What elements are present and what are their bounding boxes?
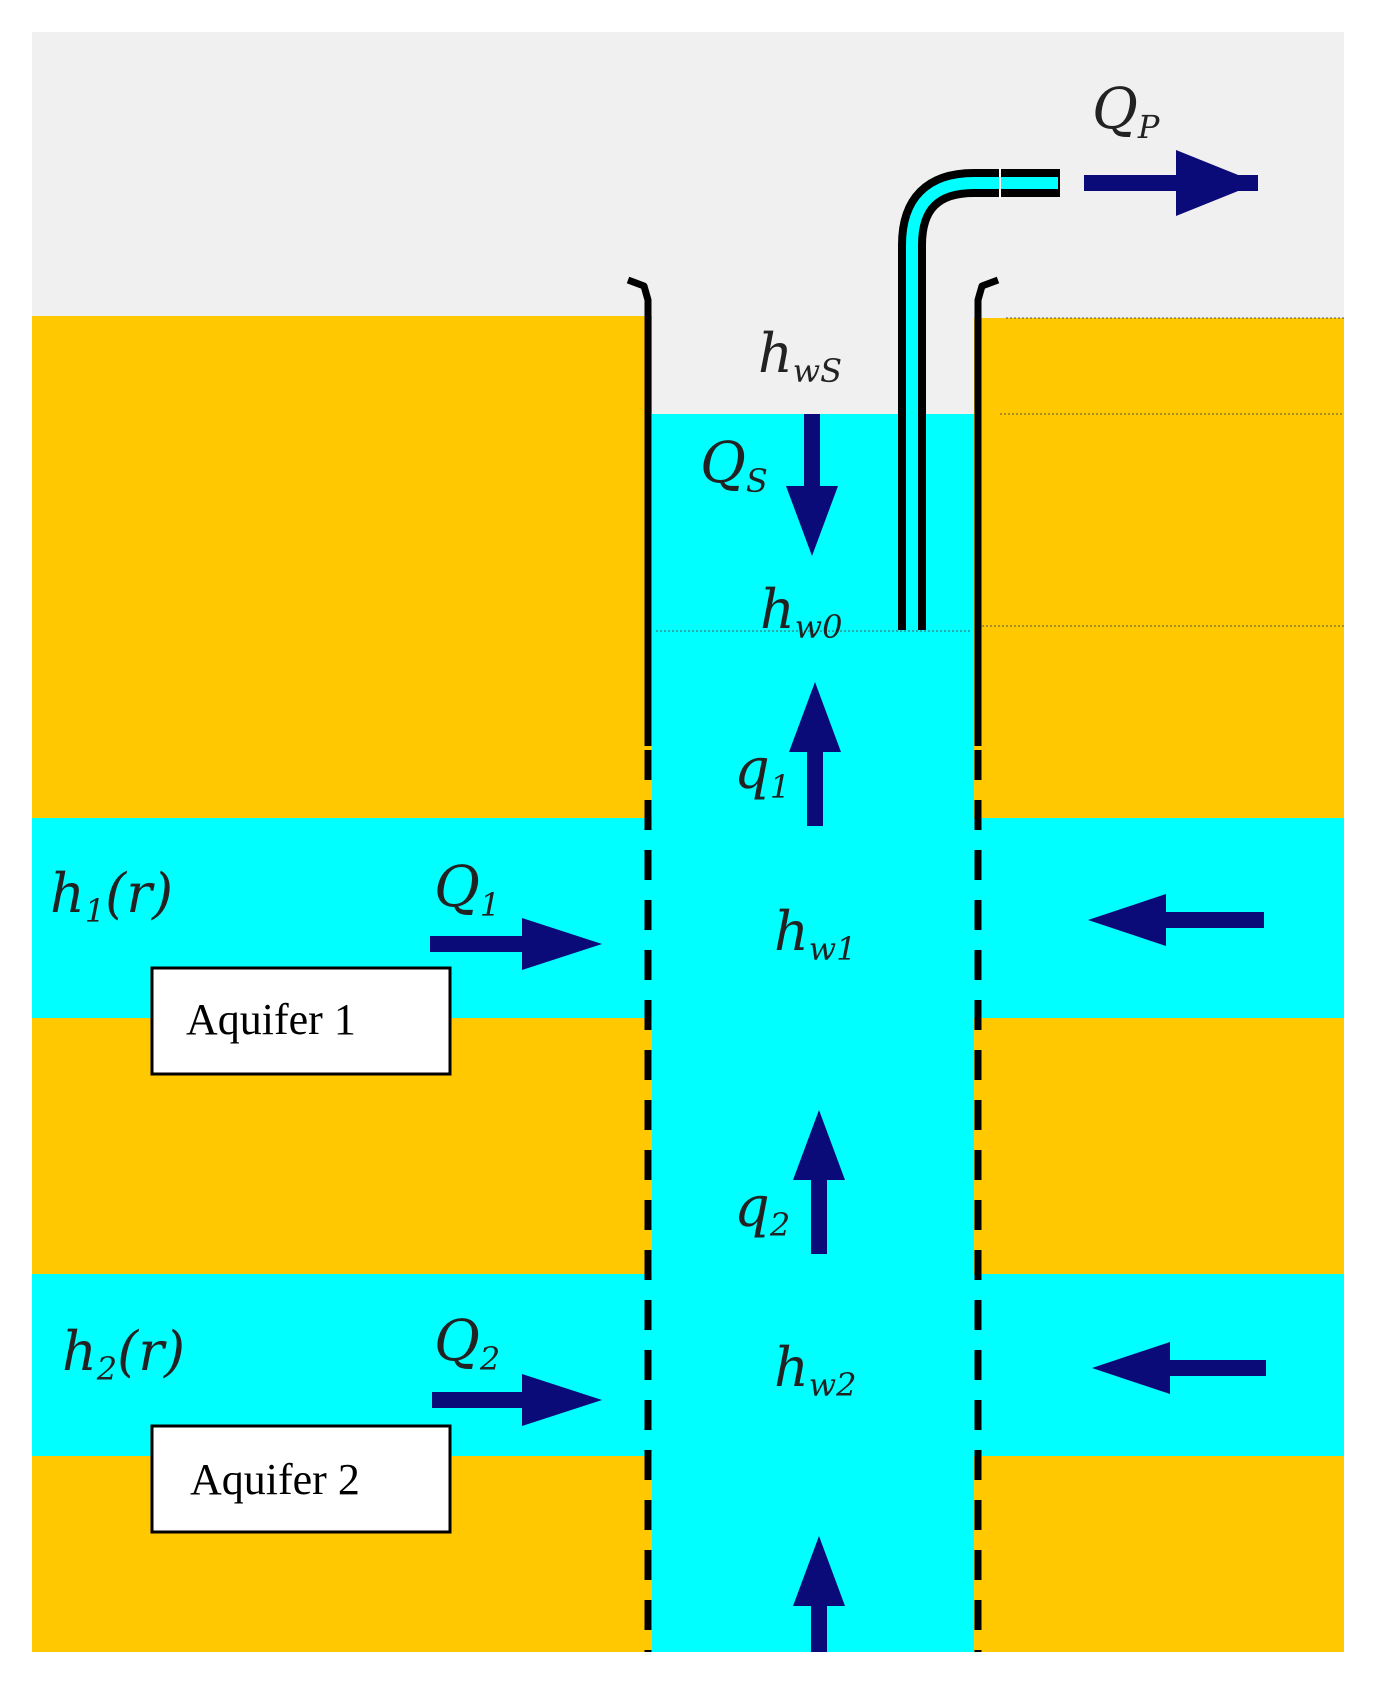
qp-arrow-head bbox=[1176, 150, 1258, 216]
label-hw2: hw2 bbox=[774, 1336, 857, 1404]
aquifer-2-box bbox=[150, 1424, 452, 1534]
label-h2r: h2(r) bbox=[62, 1320, 185, 1388]
soil-layer-top-left bbox=[32, 316, 652, 818]
q2-arrow-left-head bbox=[522, 1374, 602, 1426]
aquifer2-right-arrow-head bbox=[1092, 1342, 1170, 1394]
label-q2-upper: Q2 bbox=[434, 1309, 500, 1378]
q2-arrow-head bbox=[793, 1110, 845, 1180]
bottom-arrow-head bbox=[793, 1536, 845, 1606]
aquifer-1-label: Aquifer 1 bbox=[186, 995, 356, 1044]
pump-pipe-water bbox=[906, 177, 1058, 630]
label-qs: QS bbox=[700, 431, 768, 500]
q1-arrow-left-head bbox=[522, 918, 602, 970]
q1-arrow-head bbox=[789, 682, 841, 752]
aquifer-2-label: Aquifer 2 bbox=[190, 1455, 360, 1504]
label-hw1: hw1 bbox=[774, 900, 857, 968]
label-h1r: h1(r) bbox=[50, 862, 173, 930]
well-casing-right-solid bbox=[974, 276, 1000, 746]
label-qp: QP bbox=[1092, 77, 1160, 146]
label-q1: q1 bbox=[734, 737, 790, 806]
qs-arrow-head bbox=[786, 486, 838, 556]
label-q1-upper: Q1 bbox=[434, 855, 500, 924]
label-q2: q2 bbox=[734, 1175, 790, 1244]
label-hw0: hw0 bbox=[760, 578, 843, 646]
label-hws: hwS bbox=[758, 322, 842, 390]
aquifer1-right-arrow-head bbox=[1088, 894, 1166, 946]
soil-layer-top-right bbox=[974, 318, 1344, 818]
well-casing-left-solid bbox=[626, 276, 652, 746]
aquifer-1-box bbox=[150, 966, 452, 1076]
